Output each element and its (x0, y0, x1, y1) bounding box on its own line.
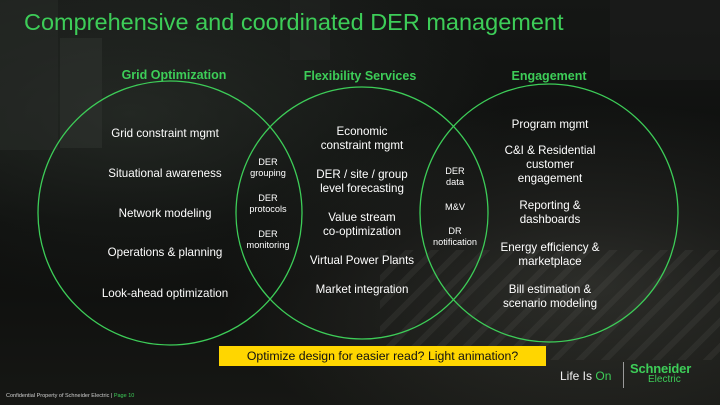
flex-item: Virtual Power Plants (309, 254, 415, 267)
grid-item: Look-ahead optimization (101, 287, 229, 300)
engage-item: Bill estimation &scenario modeling (502, 283, 598, 310)
heading-grid-optimization: Grid Optimization (121, 68, 227, 82)
engage-item: Reporting &dashboards (519, 199, 581, 226)
page-number: Page 10 (113, 393, 135, 399)
heading-engagement: Engagement (511, 69, 587, 83)
grid-item: Operations & planning (107, 246, 223, 259)
grid-item: Network modeling (118, 207, 212, 220)
life-is-on-tagline: Life Is On (560, 369, 612, 383)
grid-item: Grid constraint mgmt (111, 127, 219, 140)
venn-circle-flexibility (235, 86, 489, 340)
logo-divider (623, 362, 624, 388)
background-building (0, 0, 58, 150)
venn-circle-engagement (419, 83, 679, 343)
overlap-right-item: M&V (445, 202, 465, 212)
footer-text: Confidential Property of Schneider Elect… (6, 393, 113, 399)
schneider-electric-logo: Schneider Electric (630, 361, 692, 385)
engage-item: Energy efficiency &marketplace (500, 241, 600, 268)
slide-title: Comprehensive and coordinated DER manage… (24, 9, 564, 35)
heading-flexibility-services: Flexibility Services (303, 69, 417, 83)
grid-item: Situational awareness (108, 167, 222, 180)
engage-item: Program mgmt (511, 118, 589, 131)
background-building (610, 0, 720, 80)
footer-confidential: Confidential Property of Schneider Elect… (6, 393, 134, 399)
review-callout: Optimize design for easier read? Light a… (219, 346, 546, 366)
venn-circle-grid (37, 80, 303, 346)
background-building (290, 0, 330, 60)
flex-item: Market integration (315, 283, 409, 296)
